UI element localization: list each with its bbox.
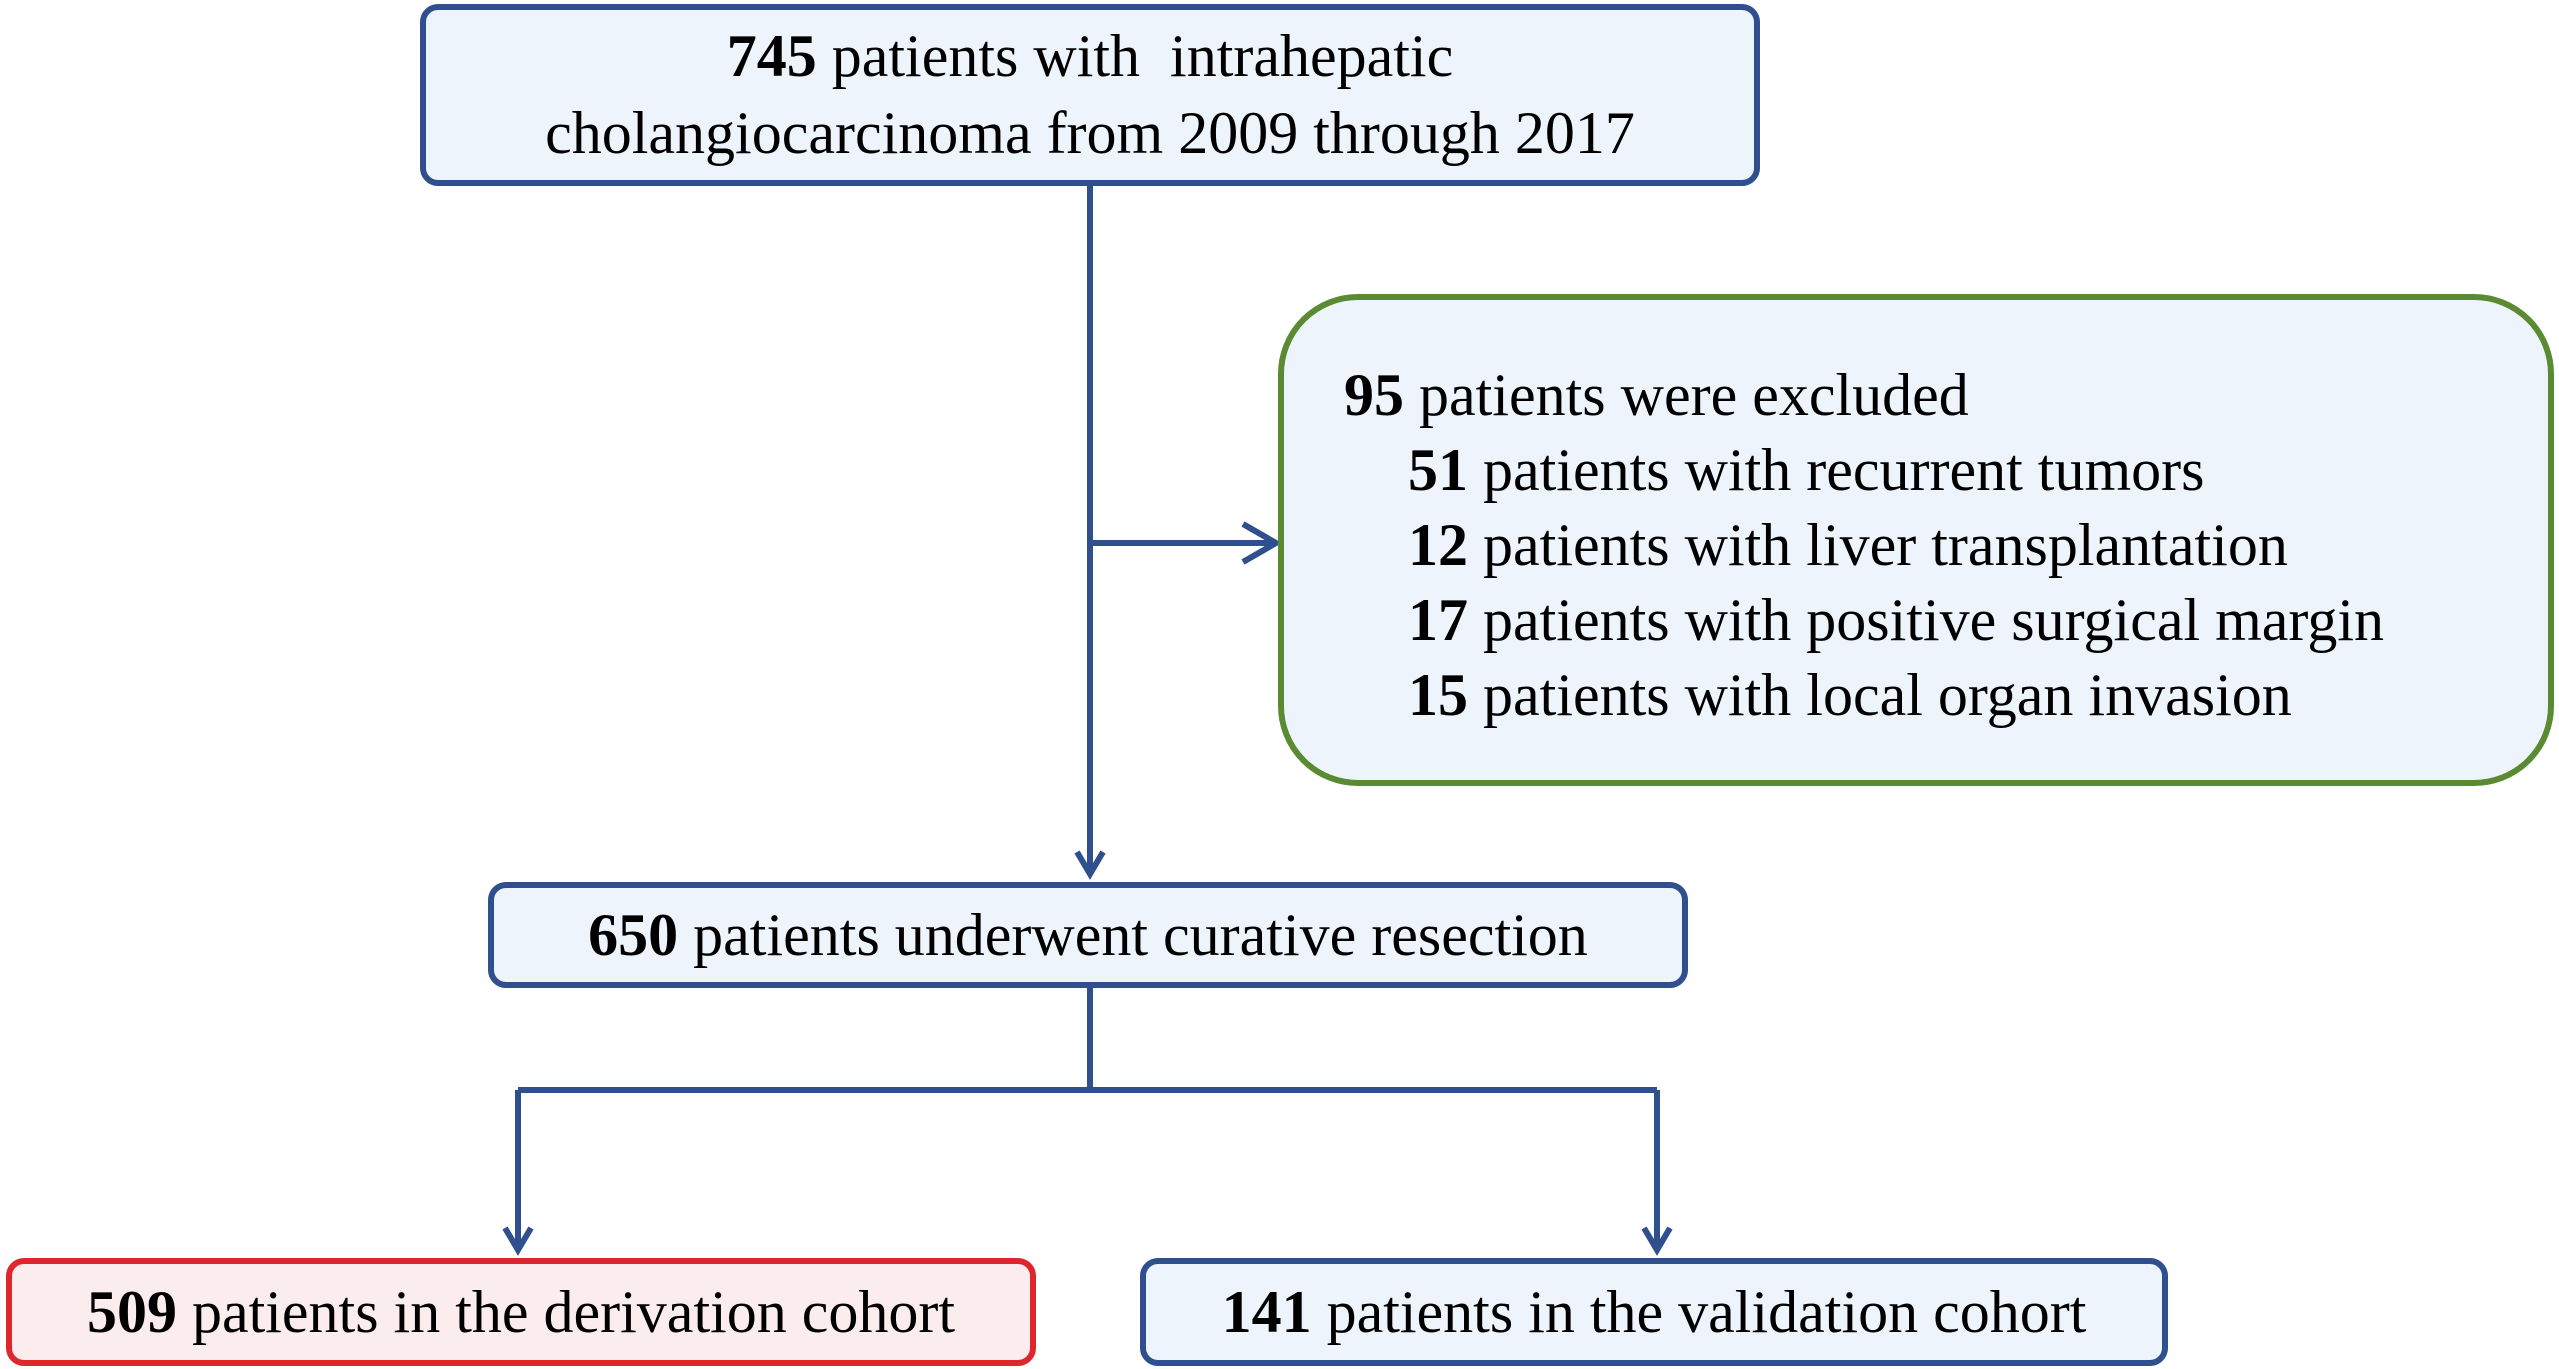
exclusion-reason-item: 17 patients with positive surgical margi… [1344, 583, 2548, 658]
validation-label: patients in the validation cohort [1311, 1278, 2087, 1345]
validation-text: 141 patients in the validation cohort [1222, 1274, 2087, 1351]
exclusion-reason-count: 12 [1408, 512, 1468, 578]
derivation-cohort-box: 509 patients in the derivation cohort [6, 1258, 1036, 1366]
exclusion-reason-item: 12 patients with liver transplantation [1344, 508, 2548, 583]
excluded-summary-text: patients were excluded [1404, 362, 1969, 428]
exclusion-reason-text: patients with local organ invasion [1468, 662, 2292, 728]
exclusion-reason-item: 51 patients with recurrent tumors [1344, 433, 2548, 508]
exclusion-reason-text: patients with liver transplantation [1468, 512, 2288, 578]
excluded-patients-box: 95 patients were excluded 51 patients wi… [1278, 294, 2554, 786]
arrowhead-to-exclusion [1241, 521, 1283, 565]
exclusion-reason-count: 51 [1408, 437, 1468, 503]
total-patients-text: 745 patients with intrahepatic cholangio… [545, 18, 1635, 172]
derivation-count: 509 [86, 1278, 177, 1345]
exclusion-reason-count: 15 [1408, 662, 1468, 728]
exclusion-reason-text: patients with recurrent tumors [1468, 437, 2205, 503]
derivation-text: 509 patients in the derivation cohort [87, 1274, 955, 1351]
arrowhead-to-derivation [502, 1226, 534, 1256]
total-line1-text: patients with intrahepatic [816, 23, 1454, 90]
exclusion-reason-count: 17 [1408, 587, 1468, 653]
excluded-count: 95 [1344, 362, 1404, 428]
derivation-label: patients in the derivation cohort [176, 1278, 956, 1345]
arrowhead-to-resection [1074, 850, 1106, 880]
arrowhead-to-validation [1641, 1226, 1673, 1256]
excluded-summary-line: 95 patients were excluded [1344, 358, 2548, 433]
validation-count: 141 [1221, 1278, 1312, 1345]
exclusion-reason-text: patients with positive surgical margin [1468, 587, 2384, 653]
total-count: 745 [726, 23, 817, 90]
resection-patients-box: 650 patients underwent curative resectio… [488, 882, 1688, 988]
resection-label: patients underwent curative resection [678, 901, 1588, 968]
exclusion-reason-item: 15 patients with local organ invasion [1344, 658, 2548, 733]
resection-text: 650 patients underwent curative resectio… [588, 897, 1588, 974]
resection-count: 650 [588, 901, 679, 968]
total-line2-text: cholangiocarcinoma from 2009 through 201… [545, 100, 1635, 166]
validation-cohort-box: 141 patients in the validation cohort [1140, 1258, 2168, 1366]
total-patients-box: 745 patients with intrahepatic cholangio… [420, 4, 1760, 186]
